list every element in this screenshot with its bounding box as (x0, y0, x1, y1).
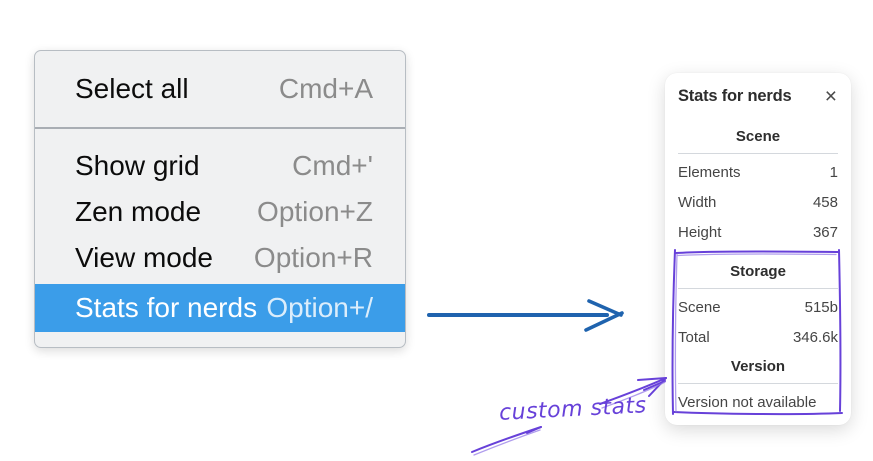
menu-item-view-mode[interactable]: View mode Option+R (35, 235, 405, 281)
menu-item-shortcut: Option+Z (257, 196, 373, 227)
context-menu: Select all Cmd+A Show grid Cmd+' Zen mod… (34, 50, 406, 348)
menu-divider (35, 127, 405, 129)
menu-item-select-all[interactable]: Select all Cmd+A (35, 51, 405, 127)
stat-label: Width (678, 194, 717, 211)
stat-value: 515b (804, 299, 838, 316)
annotation-label: custom stats (498, 393, 648, 426)
menu-item-label: Zen mode (75, 196, 202, 227)
stat-value: 346.6k (792, 329, 838, 346)
menu-item-label: Select all (75, 73, 189, 104)
menu-group: Show grid Cmd+' Zen mode Option+Z View m… (35, 129, 405, 332)
stat-row-height: Height 367 (678, 218, 838, 248)
stat-value: 1 (829, 164, 838, 181)
menu-item-shortcut: Option+R (253, 242, 373, 273)
close-icon[interactable]: × (824, 84, 837, 108)
menu-item-show-grid[interactable]: Show grid Cmd+' (35, 143, 405, 189)
stats-panel: Stats for nerds × Scene Elements 1 Width… (665, 73, 851, 425)
stat-label: Total (678, 329, 710, 346)
stats-panel-title: Stats for nerds (678, 86, 792, 105)
section-heading-scene: Scene (735, 128, 781, 145)
annotation-line-icon (471, 426, 542, 456)
section-heading-storage: Storage (730, 263, 786, 280)
menu-item-stats-for-nerds[interactable]: Stats for nerds Option+/ (35, 284, 405, 332)
flow-arrow-icon (427, 299, 624, 332)
stat-row-total-storage: Total 346.6k (678, 323, 838, 353)
menu-item-label: View mode (75, 242, 214, 273)
menu-item-label: Stats for nerds (75, 292, 258, 323)
section-divider (678, 153, 838, 154)
menu-item-shortcut: Cmd+A (278, 73, 373, 104)
menu-item-shortcut: Option+/ (266, 292, 373, 323)
stats-panel-header: Stats for nerds × (678, 85, 838, 107)
version-note: Version not available (678, 394, 817, 411)
stat-label: Height (678, 224, 722, 241)
section-heading-version: Version (730, 358, 786, 375)
stat-row-scene-storage: Scene 515b (678, 293, 838, 323)
stat-label: Elements (678, 164, 741, 181)
menu-item-zen-mode[interactable]: Zen mode Option+Z (35, 189, 405, 235)
stat-row-width: Width 458 (678, 188, 838, 218)
section-divider (678, 288, 838, 289)
menu-item-shortcut: Cmd+' (292, 150, 373, 181)
section-divider (678, 383, 838, 384)
menu-item-label: Show grid (75, 150, 200, 181)
stat-label: Scene (678, 299, 721, 316)
stat-value: 367 (812, 224, 838, 241)
stat-row-elements: Elements 1 (678, 158, 838, 188)
stat-value: 458 (812, 194, 838, 211)
